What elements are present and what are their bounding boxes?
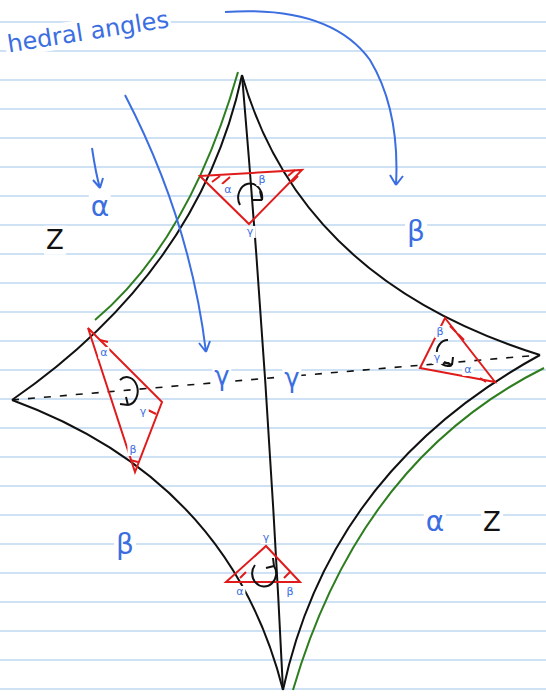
tetrahedron-edges [12,75,540,690]
angle-label: γ [282,364,301,393]
rotation-arrows [120,184,453,587]
angle-label: β [114,530,136,561]
ruled-lines [0,22,546,689]
callout-arrows [92,11,403,352]
corner-angle-label: α [462,364,473,376]
corner-angle-label: β [434,326,445,338]
cusp-triangles [88,170,495,582]
angle-label: α [424,507,446,538]
corner-angle-label: α [98,347,109,359]
angle-label: β [405,217,427,248]
corner-angle-label: γ [261,532,272,544]
corner-angle-label: β [127,444,138,456]
green-curves [95,72,544,690]
corner-angle-label: γ [245,226,256,238]
face-label: Z [44,226,66,255]
face-label: Z [481,508,503,537]
corner-angle-label: α [234,586,245,598]
angle-label: α [89,192,111,223]
callout-text: hedral angles [3,6,172,58]
angle-label: γ [212,362,231,391]
corner-angle-label: β [284,586,295,598]
corner-angle-label: α [222,184,233,196]
corner-angle-label: γ [138,406,149,418]
corner-angle-label: β [256,174,267,186]
corner-angle-label: γ [432,352,443,364]
